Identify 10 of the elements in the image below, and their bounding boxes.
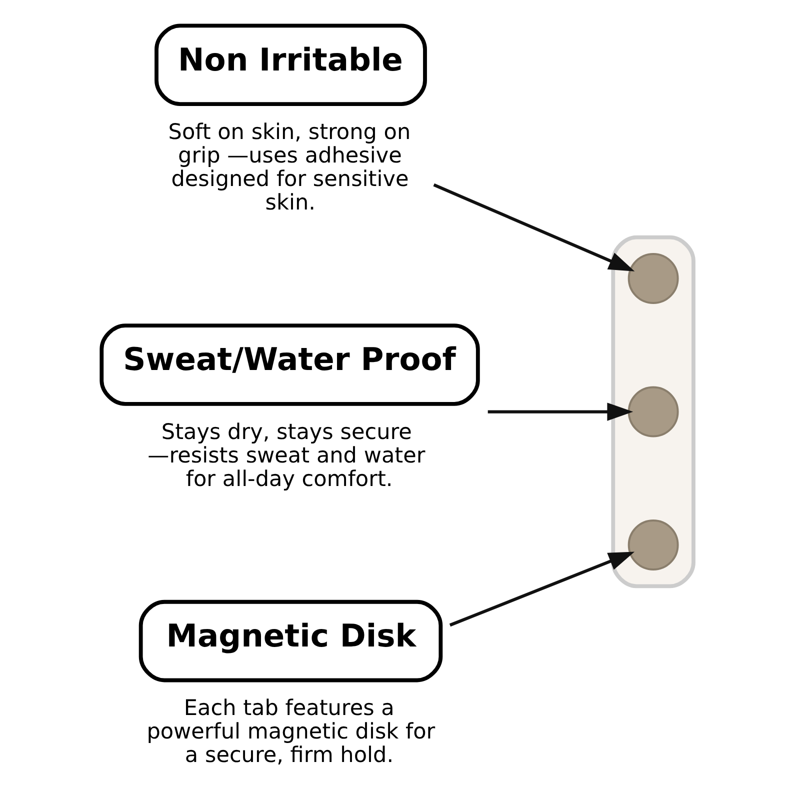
- node-label: Stays dry, stays secure —resists sweat and water for all-day comfort.: [147, 420, 425, 492]
- node-label: Each tab features a powerful magnetic disk for a secure, firm hold.: [146, 696, 435, 768]
- node-circle: [627, 386, 678, 438]
- node-circle: [627, 253, 678, 304]
- arrow: [448, 552, 634, 627]
- arrow: [432, 183, 634, 272]
- node-circle: [627, 520, 678, 570]
- cluster: [610, 235, 695, 588]
- node-label: Soft on skin, strong on grip —uses adhesive designed for sensitive skin.: [168, 120, 410, 216]
- arrow: [487, 402, 633, 421]
